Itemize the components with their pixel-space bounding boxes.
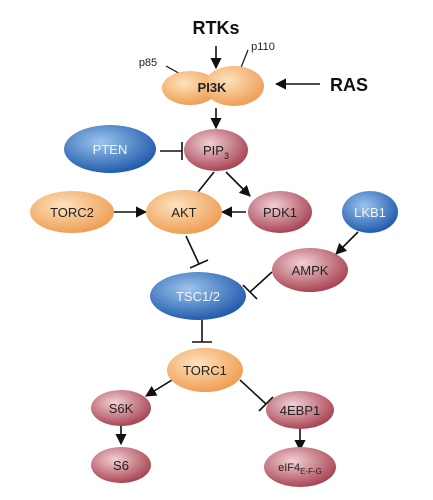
pi3k-label: PI3K: [198, 80, 228, 95]
torc1-shape: [167, 348, 243, 392]
node-torc1: TORC1: [167, 348, 243, 392]
edge-ampk-tsc-bar: [242, 284, 258, 300]
torc2-label: TORC2: [50, 205, 94, 220]
lkb1-label: LKB1: [354, 205, 386, 220]
node-pten: PTEN: [64, 125, 156, 173]
p110-label: p110: [251, 41, 275, 53]
akt-shape: [146, 190, 222, 234]
s6k-shape: [91, 390, 151, 426]
edge-torc1-4ebp1-bar: [258, 396, 274, 412]
pten-label: PTEN: [93, 142, 128, 157]
eif4-subscript: E-F-G: [300, 467, 322, 476]
rtks-label: RTKs: [192, 18, 239, 38]
edge-pip3-pdk1: [225, 171, 251, 197]
s6-shape: [91, 447, 151, 483]
s6-label: S6: [113, 458, 129, 473]
ras-label: RAS: [330, 75, 368, 95]
tsc12-shape: [150, 272, 246, 320]
s6k-label: S6K: [109, 401, 134, 416]
node-eif4: eIF4E-F-G: [264, 447, 336, 487]
torc2-shape: [30, 191, 114, 233]
pip3-shape: [184, 129, 248, 171]
p85-label: p85: [139, 57, 157, 69]
node-pdk1: PDK1: [248, 191, 312, 233]
node-akt: AKT: [146, 190, 222, 234]
torc1-label: TORC1: [183, 363, 227, 378]
ampk-shape: [272, 248, 348, 292]
pip3-main: PIP: [203, 143, 224, 158]
edge-ampk-tsc: [249, 271, 273, 293]
pi3k-p110-subunit: [204, 66, 264, 106]
pi3k-p85-subunit: [162, 71, 218, 105]
eif4-main: eIF4: [278, 462, 300, 474]
edge-akt-tsc-bar: [189, 259, 209, 269]
node-s6: S6: [91, 447, 151, 483]
edge-torc1-s6k: [145, 379, 173, 397]
pdk1-label: PDK1: [263, 205, 297, 220]
pip3-label: PIP3: [203, 143, 229, 161]
node-4ebp1: 4EBP1: [266, 391, 334, 429]
node-s6k: S6K: [91, 390, 151, 426]
pdk1-shape: [248, 191, 312, 233]
node-lkb1: LKB1: [342, 191, 398, 233]
eif4-shape: [264, 447, 336, 487]
edge-akt-tsc: [185, 235, 200, 265]
4ebp1-shape: [266, 391, 334, 429]
eif4-label: eIF4E-F-G: [278, 462, 322, 476]
4ebp1-label: 4EBP1: [280, 403, 320, 418]
edge-lkb1-ampk: [335, 231, 359, 255]
ampk-label: AMPK: [292, 263, 329, 278]
akt-label: AKT: [171, 205, 196, 220]
node-tsc12: TSC1/2: [150, 272, 246, 320]
pten-shape: [64, 125, 156, 173]
tsc12-label: TSC1/2: [176, 289, 220, 304]
pip3-subscript: 3: [224, 151, 229, 161]
edges: [112, 46, 359, 452]
node-ampk: AMPK: [272, 248, 348, 292]
edge-pip3-akt: [197, 171, 215, 193]
lkb1-shape: [342, 191, 398, 233]
node-torc2: TORC2: [30, 191, 114, 233]
node-pip3: PIP3: [184, 129, 248, 171]
edge-torc1-4ebp1: [239, 379, 267, 405]
node-pi3k: PI3K: [162, 66, 264, 106]
